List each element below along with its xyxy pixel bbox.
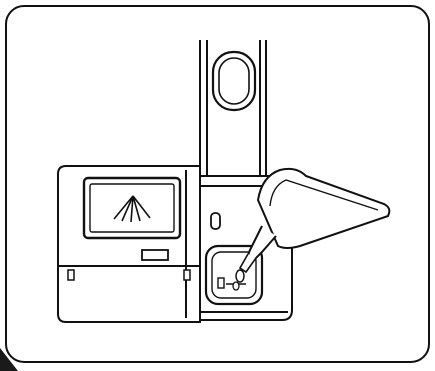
detergent-lid-window — [82, 176, 182, 261]
rinse-aid-drop — [235, 269, 245, 283]
spray-lines-icon — [113, 195, 151, 223]
lid-latch — [141, 249, 169, 261]
corner-tab — [0, 348, 18, 371]
dispenser-arm — [199, 40, 267, 183]
rinse-aid-indicator — [210, 212, 221, 230]
rinse-aid-bottle — [232, 167, 391, 291]
